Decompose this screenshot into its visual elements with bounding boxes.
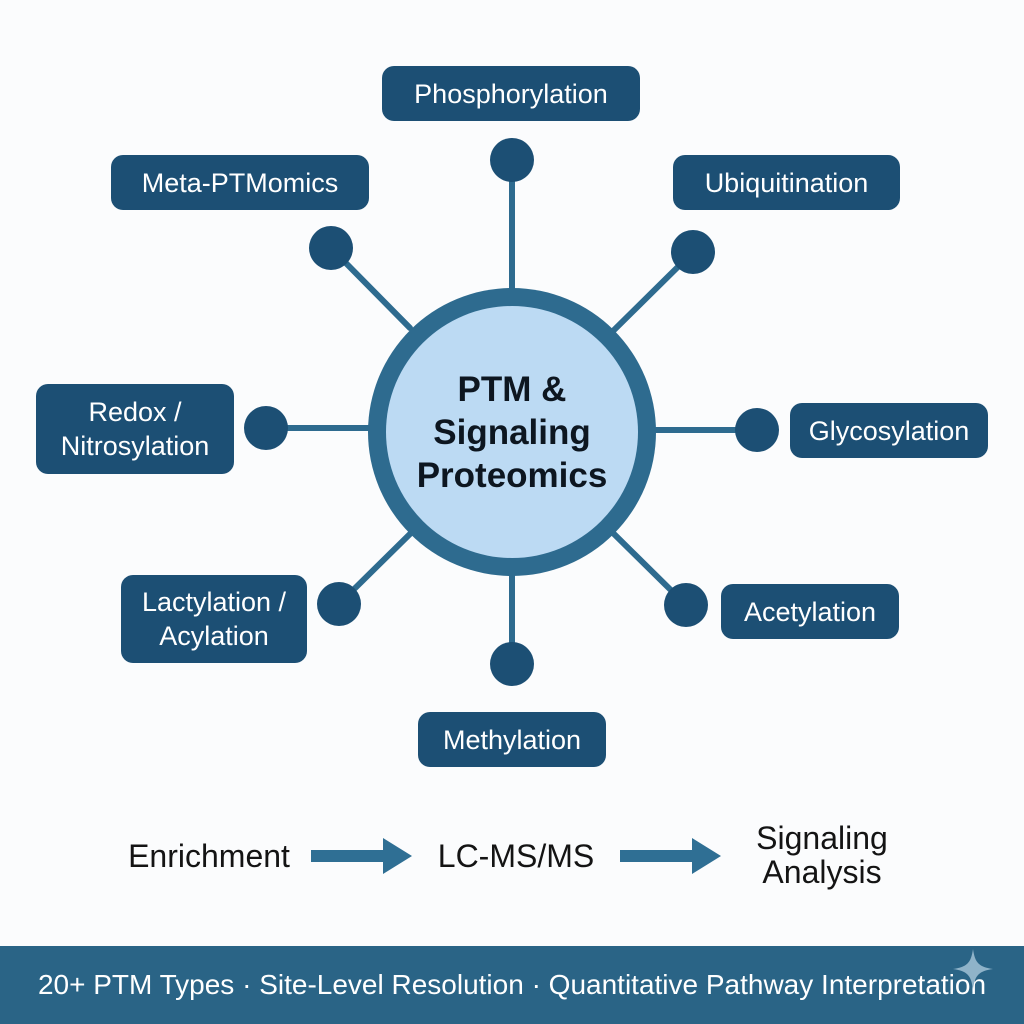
node-meta-ptmomics: Meta-PTMomics	[111, 155, 369, 210]
dot-lactylation	[317, 582, 361, 626]
footer-text: 20+ PTM Types · Site-Level Resolution · …	[37, 969, 987, 1000]
connector-dots	[244, 138, 779, 686]
hub-title: PTM & Signaling Proteomics	[416, 369, 608, 495]
workflow-step-signaling-analysis: Signaling Analysis	[756, 820, 888, 890]
dot-acetylation	[664, 583, 708, 627]
node-ubiquitination: Ubiquitination	[673, 155, 900, 210]
node-label: Ubiquitination	[704, 167, 869, 198]
node-acetylation: Acetylation	[721, 584, 899, 639]
workflow-step-lc-ms-ms: LC-MS/MS	[437, 838, 595, 874]
node-label: Meta-PTMomics	[141, 167, 339, 198]
node-label: Lactylation / Acylation	[141, 587, 287, 651]
sparkle-icon	[953, 949, 993, 989]
workflow-step-enrichment: Enrichment	[128, 838, 290, 874]
node-methylation: Methylation	[418, 712, 606, 767]
dot-methylation	[490, 642, 534, 686]
node-label: Methylation	[442, 724, 582, 755]
arrow-icon	[311, 838, 412, 874]
node-label: Glycosylation	[808, 415, 970, 446]
node-phosphorylation: Phosphorylation	[382, 66, 640, 121]
node-label: Acetylation	[743, 596, 877, 627]
dot-redox	[244, 406, 288, 450]
arrow-icon	[620, 838, 721, 874]
dot-glycosylation	[735, 408, 779, 452]
node-lactylation: Lactylation / Acylation	[121, 575, 307, 663]
footer-banner: 20+ PTM Types · Site-Level Resolution · …	[0, 946, 1024, 1024]
dot-meta-ptmomics	[309, 226, 353, 270]
dot-phosphorylation	[490, 138, 534, 182]
node-label: Redox / Nitrosylation	[60, 397, 210, 461]
node-label: Phosphorylation	[414, 78, 608, 109]
node-glycosylation: Glycosylation	[790, 403, 988, 458]
hub-inner	[386, 306, 638, 558]
node-redox: Redox / Nitrosylation	[36, 384, 234, 474]
workflow-arrows	[311, 838, 721, 874]
dot-ubiquitination	[671, 230, 715, 274]
